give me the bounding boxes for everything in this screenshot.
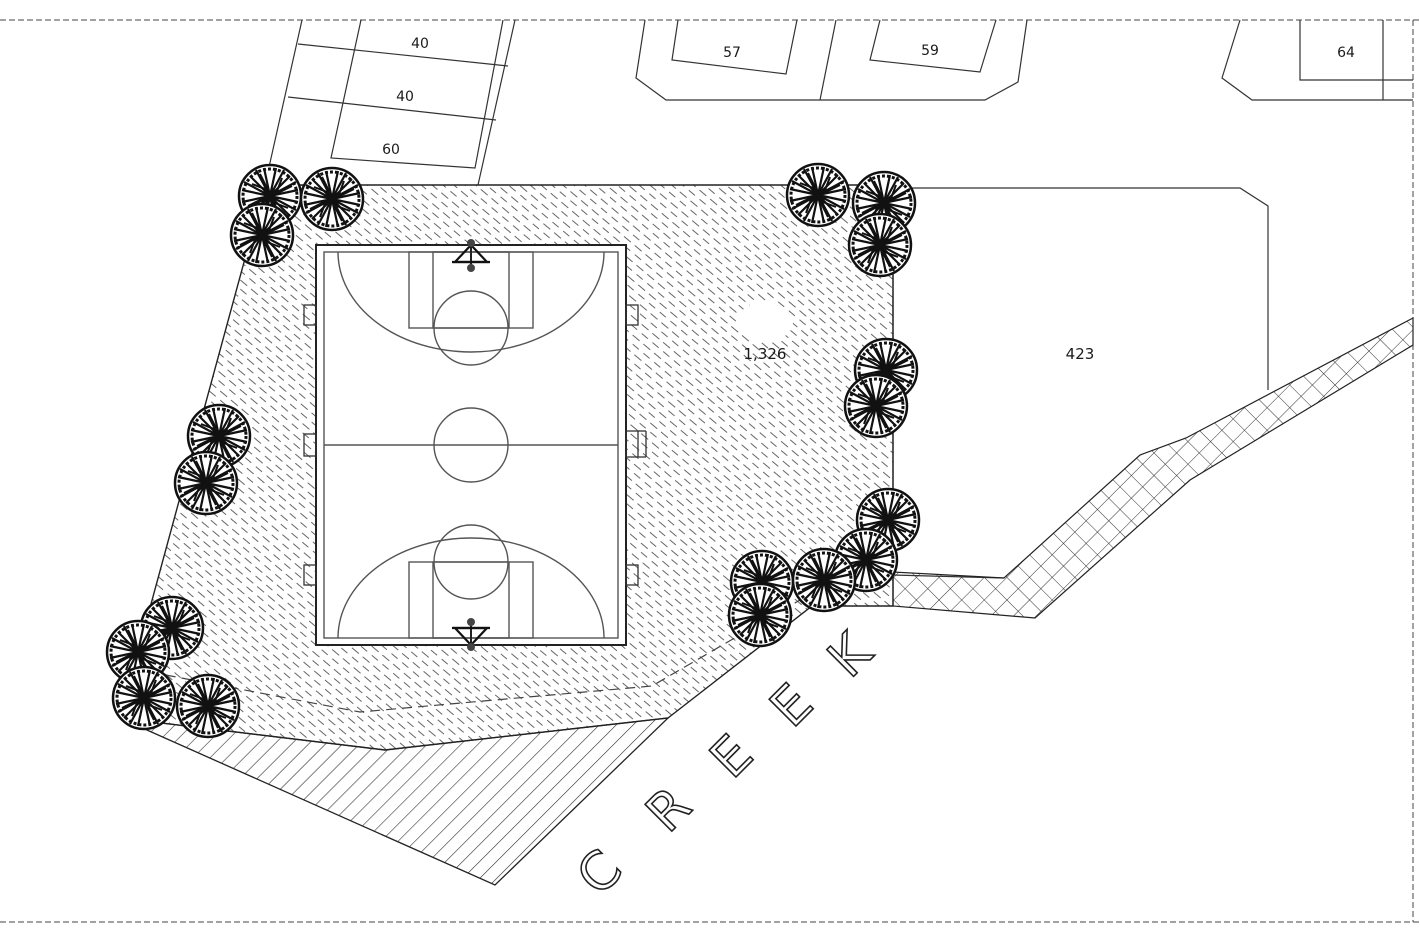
tree-icon <box>843 373 909 439</box>
creek-letter: R <box>635 776 703 844</box>
tree-icon <box>727 582 793 648</box>
tree-icon <box>175 673 241 739</box>
creek-letter: E <box>699 724 765 790</box>
tree-icon <box>791 547 857 613</box>
lot-label: 64 <box>1337 45 1355 61</box>
tree-icon <box>847 212 913 278</box>
lot-label: 57 <box>723 45 741 61</box>
sheet-border <box>0 19 1420 923</box>
lot-label: 40 <box>396 89 414 105</box>
lot-label: 40 <box>411 36 429 52</box>
tree-icon <box>173 450 239 516</box>
top-right-lots: 64 <box>1221 19 1413 101</box>
top-left-lots: 40 40 60 <box>264 19 516 186</box>
walking-path <box>149 599 801 713</box>
tree-icon <box>229 202 295 268</box>
basketball-court <box>303 239 647 651</box>
tree-icon <box>785 162 851 228</box>
creek-letter: K <box>817 621 885 689</box>
tree-icon <box>299 166 365 232</box>
lot-label: 59 <box>921 43 939 59</box>
creek-letter: C <box>566 839 634 907</box>
area-label-adjacent: 423 <box>1066 345 1095 363</box>
tree-icon <box>111 665 177 731</box>
lot-label: 60 <box>382 142 400 158</box>
hoop-top <box>452 239 490 272</box>
top-middle-lots: 57 59 <box>635 19 1028 101</box>
court-benches <box>303 304 647 586</box>
creek-bank <box>892 317 1414 619</box>
creek-letter: E <box>759 673 825 739</box>
area-label-park: 1,326 <box>744 345 787 363</box>
label-mask <box>737 302 793 342</box>
hoop-bottom <box>452 618 490 651</box>
